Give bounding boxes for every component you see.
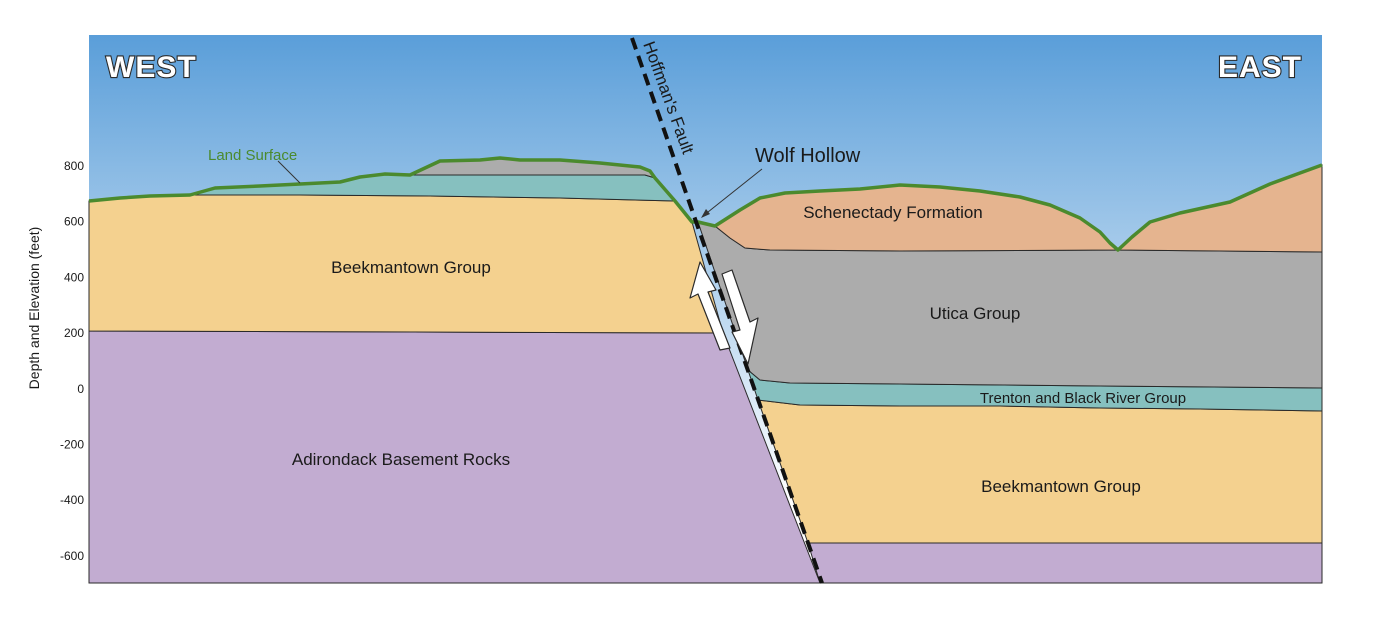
wolf-hollow-label: Wolf Hollow xyxy=(755,145,861,167)
west-label: WEST xyxy=(106,51,197,84)
east-label: EAST xyxy=(1218,51,1302,84)
y-axis-title: Depth and Elevation (feet) xyxy=(26,227,42,390)
schenectady-label: Schenectady Formation xyxy=(803,203,983,222)
y-axis-tick-label: -200 xyxy=(60,438,84,452)
y-axis-tick-label: 200 xyxy=(64,326,84,340)
y-axis-tick-label: 400 xyxy=(64,270,84,284)
y-axis-tick-label: -400 xyxy=(60,493,84,507)
adirondack-basement-east xyxy=(807,542,1323,584)
y-axis-ticks: 800 600 400 200 0 -200 -400 -600 xyxy=(60,159,84,563)
fault-line xyxy=(630,37,824,584)
adirondack-label: Adirondack Basement Rocks xyxy=(292,450,510,469)
beekmantown-east-label: Beekmantown Group xyxy=(981,477,1141,496)
y-axis-tick-label: -600 xyxy=(60,549,84,563)
fault-arrow-up-icon xyxy=(689,261,731,351)
wolf-hollow-arrowhead-icon xyxy=(701,209,710,218)
land-surface-leader xyxy=(277,160,301,184)
wolf-hollow-leader xyxy=(702,168,763,217)
y-axis-tick-label: 800 xyxy=(64,159,84,173)
land-surface-label: Land Surface xyxy=(208,147,297,164)
fault-arrow-down-icon xyxy=(721,269,759,365)
beekmantown-east-layer xyxy=(757,399,1323,544)
utica-label: Utica Group xyxy=(930,304,1021,323)
trenton-label: Trenton and Black River Group xyxy=(980,390,1186,407)
beekmantown-west-label: Beekmantown Group xyxy=(331,258,491,277)
y-axis-tick-label: 0 xyxy=(77,382,84,396)
y-axis-tick-label: 600 xyxy=(64,215,84,229)
